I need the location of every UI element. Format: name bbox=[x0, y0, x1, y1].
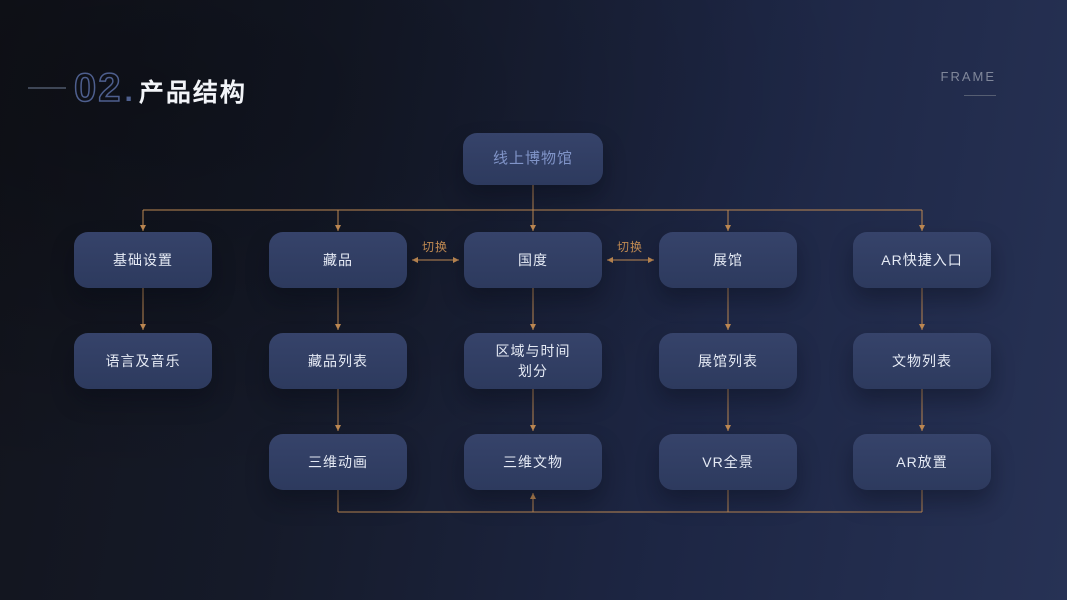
frame-underline bbox=[964, 95, 996, 96]
node-ar-placement: AR放置 bbox=[853, 434, 991, 490]
node-label: 三维文物 bbox=[503, 453, 563, 470]
page-title: 产品结构 bbox=[138, 79, 247, 107]
node-label: AR快捷入口 bbox=[881, 251, 963, 268]
node-label: 区域与时间 划分 bbox=[495, 342, 571, 379]
node-3d-animation: 三维动画 bbox=[269, 434, 407, 490]
node-label: 展馆列表 bbox=[698, 352, 758, 369]
node-label: 文物列表 bbox=[892, 352, 952, 369]
node-collections: 藏品 bbox=[269, 232, 407, 288]
node-label: 藏品列表 bbox=[308, 352, 368, 369]
node-label: 线上博物馆 bbox=[492, 150, 573, 168]
section-header: 02 . 产品结构 bbox=[73, 65, 247, 111]
node-label: 基础设置 bbox=[113, 251, 173, 268]
node-label: 国度 bbox=[518, 251, 548, 268]
node-label: 藏品 bbox=[323, 251, 353, 268]
node-hall-list: 展馆列表 bbox=[659, 333, 797, 389]
node-collection-list: 藏品列表 bbox=[269, 333, 407, 389]
node-exhibition-hall: 展馆 bbox=[659, 232, 797, 288]
section-dot: . bbox=[124, 75, 133, 108]
node-label: 展馆 bbox=[713, 251, 743, 268]
switch-label: 切换 bbox=[421, 240, 448, 254]
frame-label: FRAME bbox=[940, 69, 996, 84]
node-country: 国度 bbox=[464, 232, 602, 288]
node-ar-quick-entry: AR快捷入口 bbox=[853, 232, 991, 288]
node-artifact-list: 文物列表 bbox=[853, 333, 991, 389]
node-region-time-division: 区域与时间 划分 bbox=[464, 333, 602, 389]
node-3d-artifact: 三维文物 bbox=[464, 434, 602, 490]
node-label: VR全景 bbox=[702, 453, 754, 470]
node-basic-settings: 基础设置 bbox=[74, 232, 212, 288]
node-vr-panorama: VR全景 bbox=[659, 434, 797, 490]
node-online-museum: 线上博物馆 bbox=[463, 133, 603, 185]
switch-label: 切换 bbox=[616, 240, 643, 254]
node-label: AR放置 bbox=[896, 453, 948, 470]
title-dash bbox=[28, 87, 66, 89]
node-language-music: 语言及音乐 bbox=[74, 333, 212, 389]
section-number: 02 bbox=[73, 65, 123, 111]
node-label: 语言及音乐 bbox=[105, 352, 181, 369]
node-label: 三维动画 bbox=[308, 453, 368, 470]
